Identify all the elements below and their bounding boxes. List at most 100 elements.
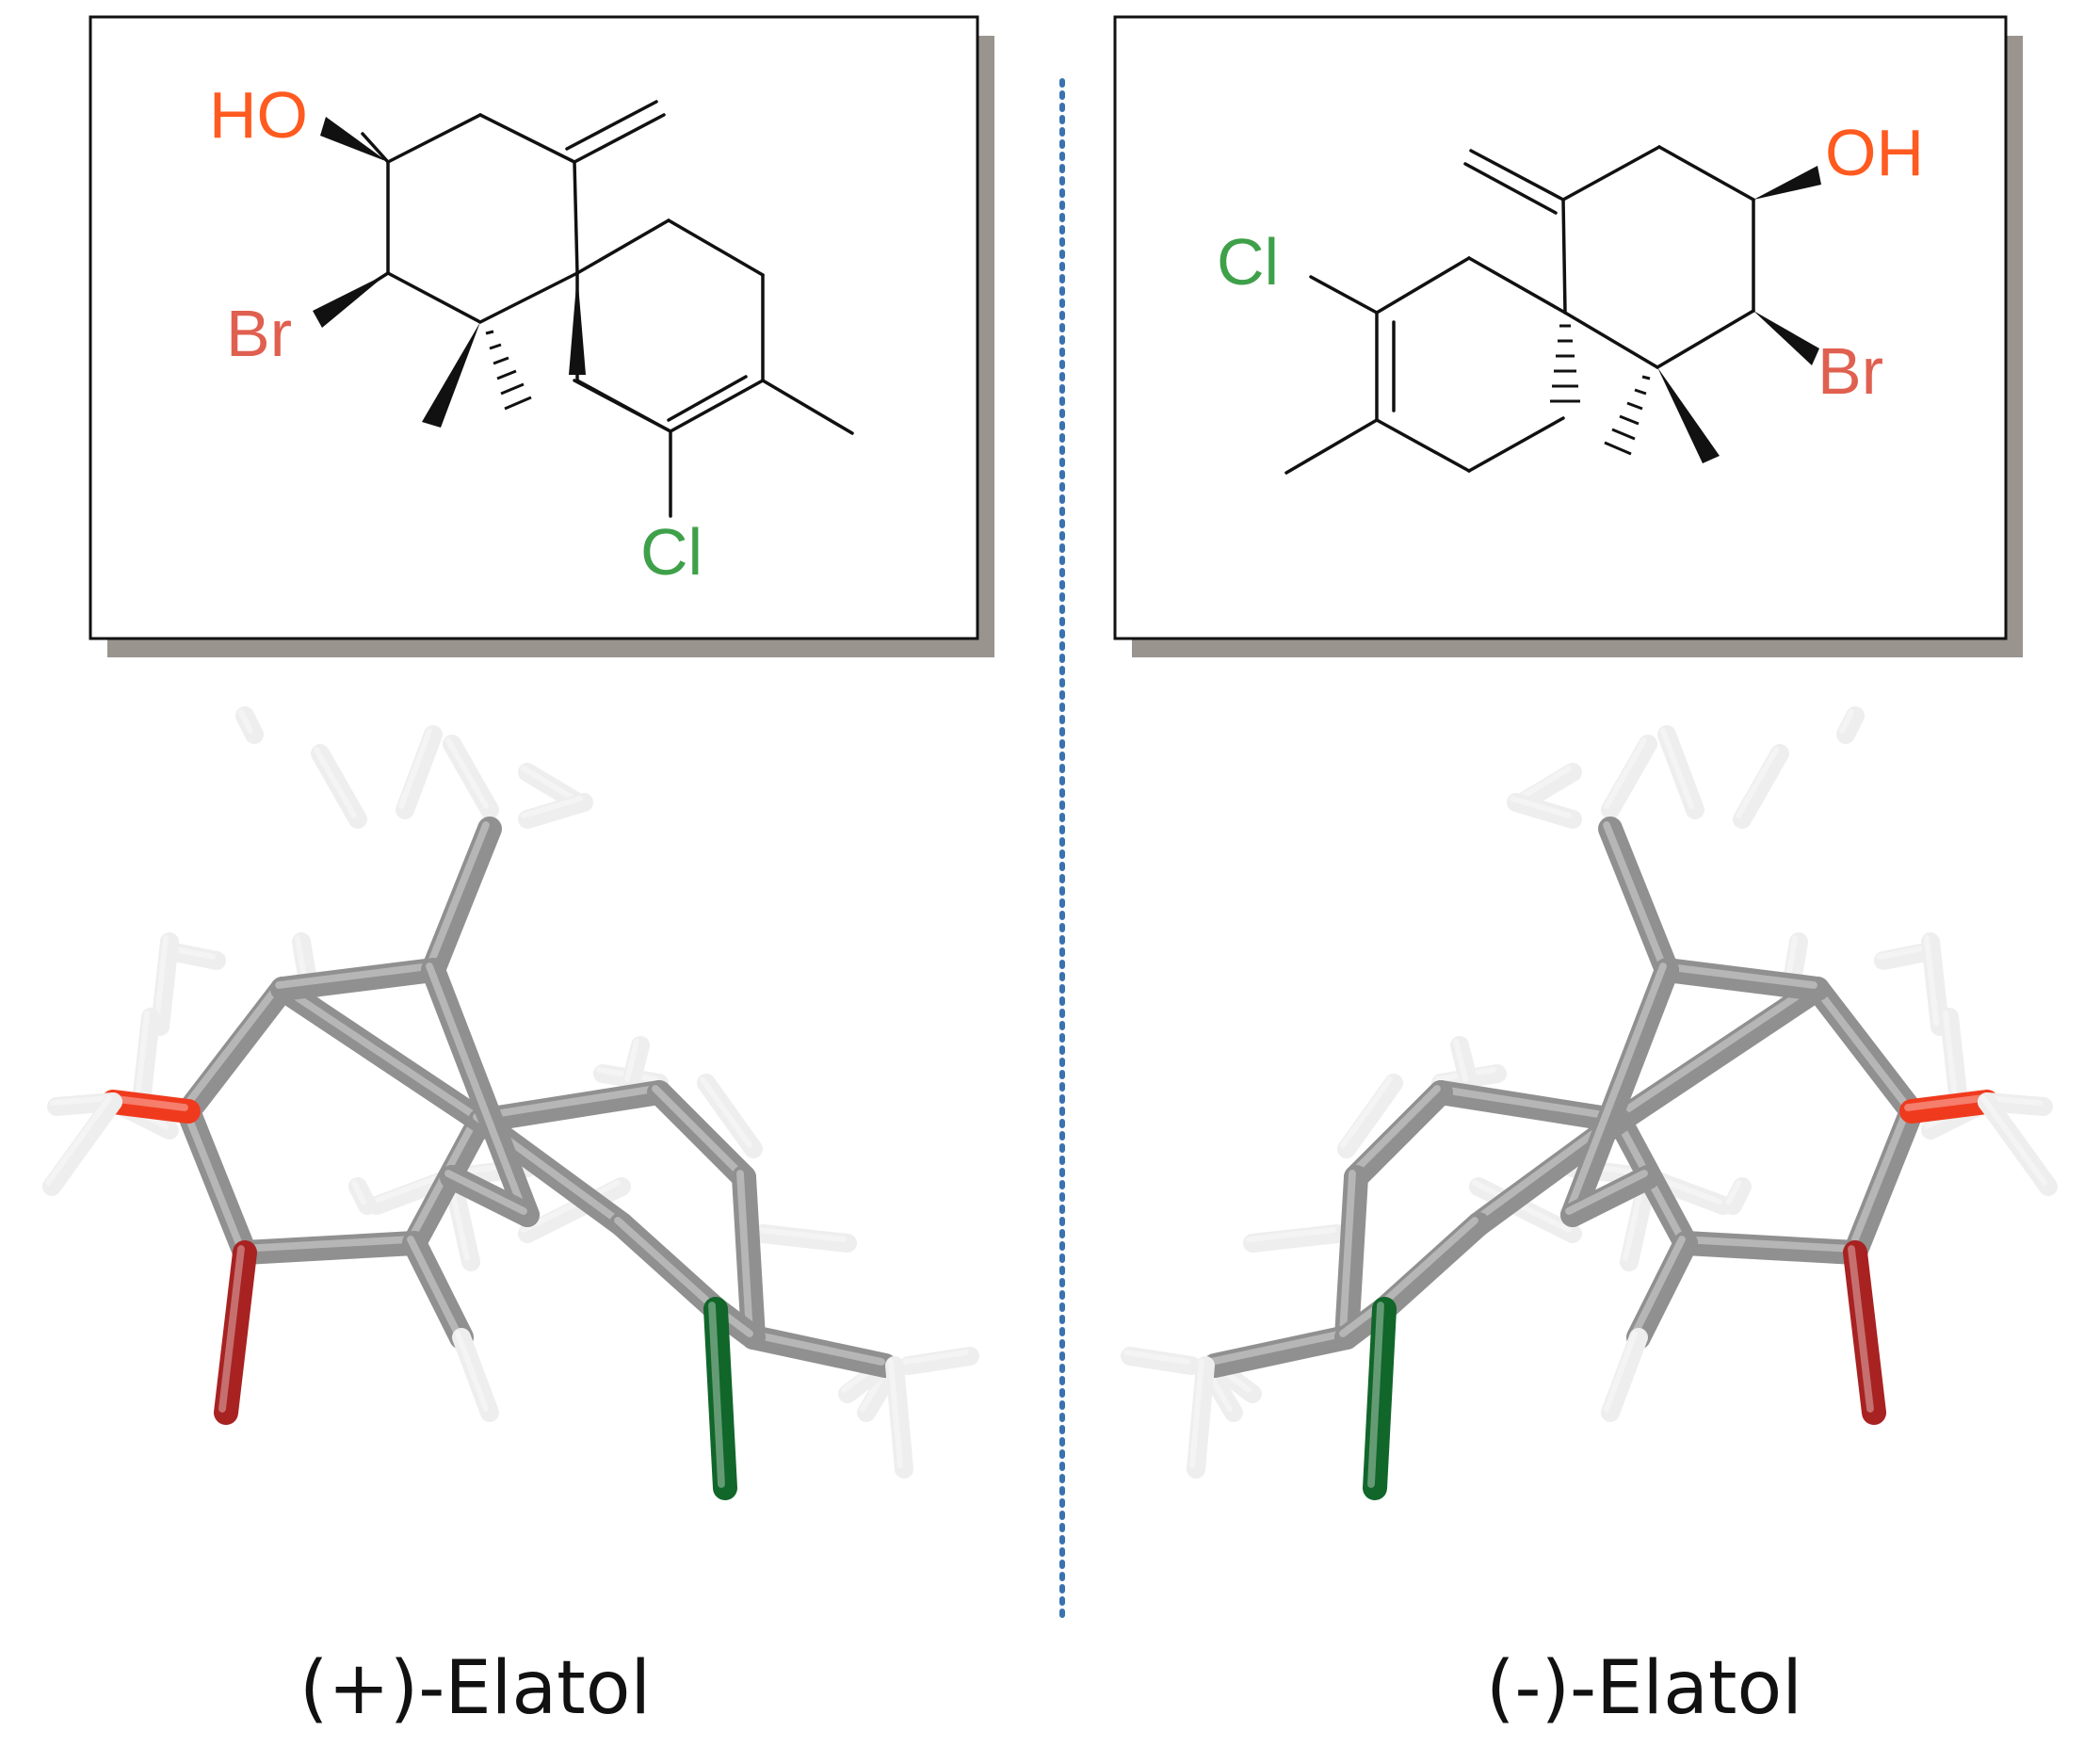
carbon-bond-33: [741, 1325, 897, 1378]
carbon-bond-28-highlight: [1659, 962, 1817, 989]
carbon-bond-37-highlight: [1565, 962, 1667, 1215]
carbon-bond-33-highlight: [1207, 1330, 1347, 1366]
left-cl-label: Cl: [640, 515, 703, 589]
oxygen-bond-40-highlight: [1904, 1094, 1987, 1111]
bromine-bond-41-highlight: [218, 1245, 245, 1413]
left-wedge-oh: [320, 117, 388, 162]
hydrogen-bond-0-highlight: [1660, 728, 1694, 809]
carbon-bond-35: [609, 1212, 728, 1321]
chlorine-bond-42: [1363, 1297, 1397, 1500]
hydrogen-bond-4-highlight: [314, 747, 357, 818]
left-hash-methyl: [485, 330, 532, 411]
hydrogen-bond-4: [311, 744, 367, 829]
hydrogen-bond-5: [1836, 706, 1865, 744]
hydrogen-bond-8: [151, 932, 179, 1036]
right-oh-label: OH: [1825, 116, 1924, 189]
left-wedge-br: [313, 273, 388, 328]
right-bonds: [1284, 145, 1755, 475]
carbon-bond-35: [1372, 1212, 1491, 1321]
right-wedge-methyl: [1657, 367, 1720, 463]
carbon-bond-39: [1626, 1231, 1698, 1350]
hydrogen-bond-13: [697, 1074, 763, 1158]
hydrogen-bond-17-highlight: [1246, 1227, 1336, 1242]
hydrogen-bond-17: [753, 1224, 857, 1253]
hydrogen-bond-45: [1187, 1356, 1215, 1479]
carbon-bond-38: [1560, 1165, 1660, 1227]
bromine-bond-41: [214, 1240, 257, 1425]
carbon-bond-27: [176, 977, 295, 1124]
hydrogen-bond-22-highlight: [351, 1180, 366, 1205]
right-3d-model: [1121, 706, 2058, 1500]
left-frame: [89, 15, 979, 640]
hydrogen-bond-21: [132, 1008, 160, 1111]
chlorine-bond-42-highlight: [708, 1302, 725, 1488]
hydrogen-bond-45-highlight: [1189, 1359, 1204, 1468]
carbon-bond-37: [421, 958, 540, 1227]
carbon-bond-35-highlight: [1377, 1217, 1478, 1309]
carbon-bond-24: [233, 1231, 427, 1265]
chlorine-bond-42: [703, 1297, 737, 1500]
right-cl-label: Cl: [1217, 225, 1279, 299]
carbon-bond-28: [1655, 958, 1830, 1001]
hydrogen-bond-3-highlight: [1510, 796, 1572, 818]
right-hash-methyl: [1604, 375, 1651, 456]
hydrogen-bond-46: [1601, 1328, 1648, 1422]
right-wedge-oh: [1753, 166, 1821, 200]
carbon-bond-23: [1843, 1099, 1924, 1265]
hydrogen-bond-13-highlight: [1340, 1076, 1393, 1148]
hydrogen-bond-22: [1723, 1177, 1752, 1215]
hydrogen-bond-8-highlight: [153, 935, 169, 1026]
left-ho-label: HO: [209, 78, 308, 152]
hydrogen-bond-44: [42, 1092, 122, 1196]
left-br-label: Br: [226, 297, 292, 370]
carbon-bond-29: [1598, 817, 1679, 982]
hydrogen-bond-17-highlight: [756, 1227, 847, 1242]
chlorine-bond-42-highlight: [1367, 1302, 1384, 1488]
hydrogen-bond-18: [622, 1036, 650, 1092]
left-3d-model: [42, 706, 979, 1500]
right-wedge-br: [1753, 311, 1819, 365]
carbon-bond-39-highlight: [1631, 1236, 1686, 1337]
hydrogen-bond-11: [1121, 1347, 1201, 1375]
hydrogen-bond-44: [1978, 1092, 2058, 1196]
oxygen-bond-40: [101, 1090, 201, 1124]
right-hash-ring: [1550, 324, 1580, 403]
hydrogen-bond-5: [235, 706, 264, 744]
hydrogen-bond-1-highlight: [445, 737, 489, 809]
hydrogen-bond-11-highlight: [1123, 1350, 1190, 1365]
hydrogen-bond-43-highlight: [50, 1095, 112, 1106]
right-br-label: Br: [1817, 334, 1883, 408]
carbon-bond-24-highlight: [1678, 1236, 1855, 1253]
hydrogen-bond-46-highlight: [1604, 1331, 1638, 1412]
hydrogen-bond-5-highlight: [1839, 709, 1854, 734]
hydrogen-bond-1: [1601, 735, 1657, 819]
carbon-bond-37-highlight: [426, 962, 527, 1215]
carbon-bond-37: [1560, 958, 1679, 1227]
carbon-bond-32: [732, 1165, 766, 1350]
carbon-bond-28: [270, 958, 445, 1001]
carbon-bond-30-highlight: [1433, 1085, 1620, 1121]
hydrogen-bond-44-highlight: [45, 1095, 112, 1186]
bromine-bond-41-highlight: [1848, 1245, 1874, 1413]
carbon-bond-29: [421, 817, 502, 982]
carbon-bond-26: [1607, 977, 1830, 1133]
carbon-bond-30: [1429, 1080, 1632, 1133]
hydrogen-bond-18-highlight: [624, 1039, 639, 1082]
carbon-bond-26-highlight: [1612, 981, 1817, 1121]
hydrogen-bond-21-highlight: [1943, 1011, 1958, 1101]
hydrogen-bond-19: [518, 1177, 631, 1243]
hydrogen-bond-18-highlight: [1453, 1039, 1468, 1082]
hydrogen-bond-13-highlight: [700, 1076, 752, 1148]
hydrogen-bond-0: [1657, 725, 1704, 819]
carbon-bond-30: [468, 1080, 671, 1133]
carbon-bond-31: [647, 1080, 756, 1189]
hydrogen-bond-4: [1733, 744, 1789, 829]
hydrogen-bond-11-highlight: [902, 1350, 969, 1365]
left-wedge-methyl: [422, 322, 480, 428]
right-frame: [1113, 15, 2008, 640]
carbon-bond-31-highlight: [1349, 1085, 1441, 1177]
hydrogen-bond-45-highlight: [888, 1359, 903, 1468]
left-structure-panel: HO Br Cl: [89, 15, 994, 657]
hydrogen-bond-5-highlight: [238, 709, 253, 734]
hydrogen-bond-2: [1516, 763, 1582, 810]
